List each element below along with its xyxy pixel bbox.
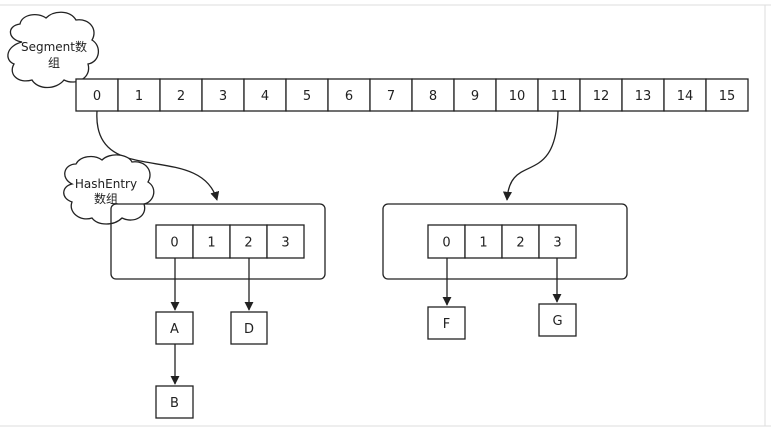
segment-cell-box-10 [495,78,539,112]
segment-cell-8: 8 [411,78,455,112]
segment-cell-label-15: 15 [719,89,736,104]
node-G: G [538,303,577,337]
hashentry-array-left: 0 1 2 3 [155,224,305,259]
hash-left-cell-label-2: 2 [244,235,252,250]
node-B: B [155,385,194,419]
segment-cell-box-15 [705,78,749,112]
segment-cell-6: 6 [327,78,371,112]
segment-cell-box-14 [663,78,707,112]
hash-right-cell-box-2 [501,224,540,259]
segment-cell-label-6: 6 [345,89,353,104]
segment-cell-box-3 [201,78,245,112]
hash-left-cell-box-1 [192,224,231,259]
hashtable-right-container [382,203,628,280]
hash-left-cell-0: 0 [155,224,194,259]
segment-cell-label-13: 13 [635,89,652,104]
segment-cell-11: 11 [537,78,581,112]
hashentry-cloud: HashEntry 数组 [63,154,155,225]
segment-cell-0: 0 [75,78,119,112]
segment-cell-box-5 [285,78,329,112]
segment-cell-box-9 [453,78,497,112]
segment-0-connector [96,110,220,201]
segment-cell-box-11 [537,78,581,112]
hash-left-cell-box-3 [266,224,305,259]
hashentry-label-line1: HashEntry [75,177,137,191]
segment-cell-box-0 [75,78,119,112]
node-F-label: F [443,317,450,332]
hashtable-left-container [110,203,326,280]
segment-cell-box-1 [117,78,161,112]
segment-cloud: Segment数 组 [7,11,99,89]
segment-cell-box-12 [579,78,623,112]
segment-cell-label-0: 0 [93,89,101,104]
segment-cell-14: 14 [663,78,707,112]
hash-left-cell-2: 2 [229,224,268,259]
segment-11-connector [502,110,559,201]
segment-cell-label-3: 3 [219,89,227,104]
segment-cell-label-14: 14 [677,89,694,104]
segment-cell-box-7 [369,78,413,112]
hash-right-cell-box-0 [427,224,466,259]
hash-left-cell-label-0: 0 [170,235,178,250]
segment-label-line2: 组 [48,56,60,70]
node-A: A [155,311,194,345]
node-A-label: A [170,322,179,337]
hash-left-cell-box-0 [155,224,194,259]
segment-cell-label-7: 7 [387,89,395,104]
hash-right-cell-2: 2 [501,224,540,259]
segment-cell-12: 12 [579,78,623,112]
segment-cell-5: 5 [285,78,329,112]
node-B-label: B [170,396,179,411]
hash-right-cell-3: 3 [538,224,577,259]
segment-cell-box-13 [621,78,665,112]
hash-left-cell-3: 3 [266,224,305,259]
segment-cell-7: 7 [369,78,413,112]
hash-left-cell-label-3: 3 [281,235,289,250]
hash-right-cell-label-3: 3 [553,235,561,250]
segment-cell-label-12: 12 [593,89,610,104]
node-D-label: D [244,322,254,337]
node-D: D [230,311,268,345]
hash-right-cell-1: 1 [464,224,503,259]
hash-right-cell-label-2: 2 [516,235,524,250]
hash-left-cell-1: 1 [192,224,231,259]
segment-cell-label-1: 1 [135,89,143,104]
segment-cell-label-5: 5 [303,89,311,104]
segment-cell-label-9: 9 [471,89,479,104]
hash-right-cell-label-1: 1 [479,235,487,250]
hash-left-cell-label-1: 1 [207,235,215,250]
segment-cell-label-11: 11 [551,89,568,104]
hashentry-label-line2: 数组 [94,191,118,206]
segment-cell-10: 10 [495,78,539,112]
segment-cell-label-4: 4 [261,89,269,104]
segment-cell-4: 4 [243,78,287,112]
hashentry-array-right: 0 1 2 3 [427,224,577,259]
segment-cell-label-10: 10 [509,89,526,104]
segment-label-line1: Segment数 [21,39,87,54]
segment-cell-3: 3 [201,78,245,112]
segment-cell-box-4 [243,78,287,112]
segment-cell-label-2: 2 [177,89,185,104]
node-G-label: G [552,314,562,329]
segment-cell-15: 15 [705,78,749,112]
hash-right-cell-0: 0 [427,224,466,259]
segment-cell-1: 1 [117,78,161,112]
hash-right-cell-label-0: 0 [442,235,450,250]
node-F: F [427,306,466,340]
segment-cell-13: 13 [621,78,665,112]
segment-cell-label-8: 8 [429,89,437,104]
segment-cell-2: 2 [159,78,203,112]
segment-cell-9: 9 [453,78,497,112]
segment-cell-box-2 [159,78,203,112]
